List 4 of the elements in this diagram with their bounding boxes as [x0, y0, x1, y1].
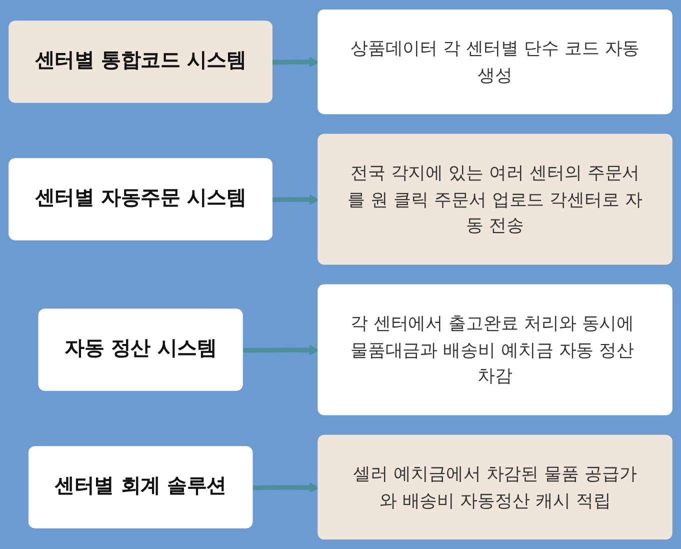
arrow: [242, 345, 320, 356]
arrow: [252, 482, 320, 493]
arrow: [272, 57, 320, 68]
arrow: [272, 194, 320, 205]
